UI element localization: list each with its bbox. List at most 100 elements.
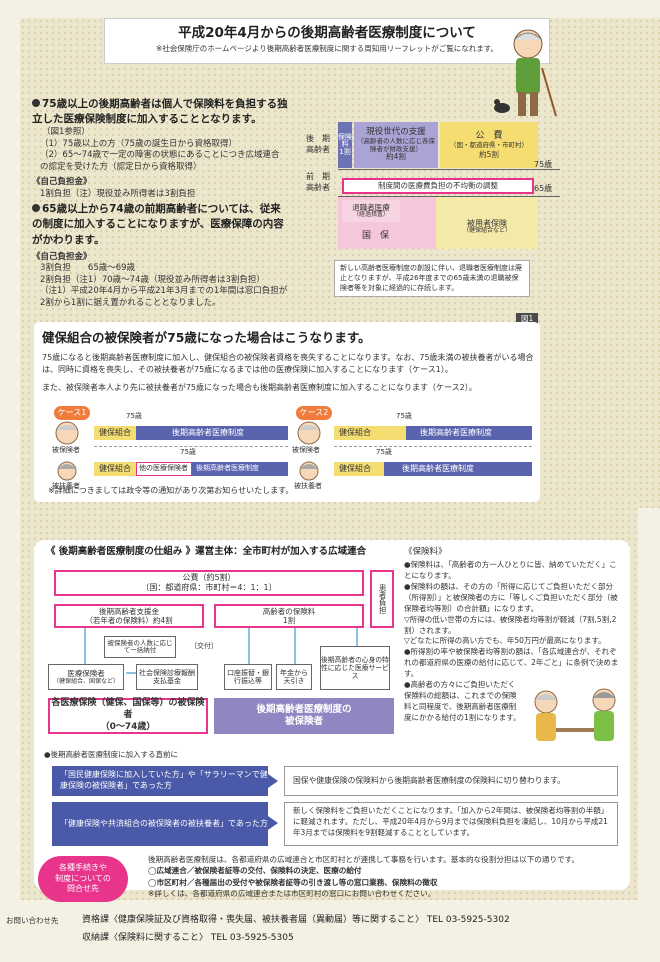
age-65-line [338,196,560,197]
jiko2-line-2: 2割負担（注1）70歳～74歳（現役並み所得者は3割負担） [40,274,265,285]
ninzu-box: 被保険者の人数に応じて一括納付 [104,636,176,658]
inquiry-badge: 各種手続きや 制度についての 問合せ先 [38,856,128,902]
case1-hoka-bar: 他の医療保険者 [136,462,192,476]
hokenryo-title: 《保険料》 [404,547,447,557]
genyaku-box: 現役世代の支援（高齢者の人数に応じ各保険者が財政支援）約4割 [354,122,438,168]
case1-kumiai-bar: 健保組合 [94,426,136,440]
kenpo-section: 健保組合の被保険者が75歳になった場合はこうなります。 75歳になると後期高齢者… [34,322,540,502]
header-box: 平成20年4月からの後期高齢者医療制度について ※社会保険庁のホームページより後… [104,18,550,64]
case2-koki-bar-2: 後期高齢者医療制度 [384,462,532,476]
case1-koki-bar: 後期高齢者医療制度 [136,426,288,440]
jiko2-note: （注1）平成20年4月から平成21年3月までの1年間は窓口負担が2割から1割に据… [40,286,288,308]
case1-fuyo-label: 被扶養者 [52,482,80,490]
case1-divider [94,446,288,447]
kohi-box: 公 費（国・都道府県・市町村）約5割 [440,122,538,168]
kenpo-footnote: ※詳細につきましては政令等の通知があり次第お知らせいたします。 [48,486,294,495]
kenpo-paragraph-1: 75歳になると後期高齢者医療制度に加入し、健保組合の被保険者資格を喪失することに… [42,353,534,374]
hokenryo-line-5: ●所得割の率や被保険者均等割の額は、「各広域連合が、それぞれの都道府県の医療の給… [404,647,619,679]
tetsuzuki-line-2: ◯広域連合／被保険者証等の交付、保険料の決定、医療の給付 [148,866,362,876]
nenkin-box: 年金から天引き [276,664,312,690]
kenpo-title: 健保組合の被保険者が75歳になった場合はこうなります。 [42,330,371,345]
age-75-label: 75歳 [534,160,553,169]
jiko2-line-1: 3割負担 65歳～69歳 [40,263,136,274]
kyu-row2-arrow [268,816,278,830]
tetsuzuki-line-4: ※詳しくは、各都道府県の広域連合または市区町村の窓口にお問い合わせください。 [148,889,436,899]
case1-koki-bar-2: 後期高齢者医療制度 [192,462,288,476]
header-note: ※社会保険庁のホームページより後期高齢者医療制度に関する周知用リーフレットがご覧… [155,44,499,54]
age-75-line [338,169,560,170]
kyu-row2-right: 新しく保険料をご負担いただくことになります。「加入から2年間は、被保険者均等割の… [284,802,618,846]
intro-bullet-1: 75歳以上の後期高齢者は個人で保険料を負担する独立した医療保険制度に加入すること… [32,98,288,126]
taishoku-box: 退職者医療（経過措置） [342,200,400,222]
case1-hihoken-label: 被保険者 [52,446,80,454]
koki-label: 後 期 高齢者 [306,134,330,154]
flow-line-left [84,628,86,664]
hiyosha-area [436,197,538,249]
case1-75-label-2: 75歳 [180,448,196,456]
shiharai-box: 社会保険診療報酬支払基金 [136,664,198,690]
hokenryo-line-1: ●保険料は、「高齢者の方一人ひとりに皆、納めていただく」ことになります。 [404,560,617,581]
flow-line-kanja [356,628,358,646]
kyu-heading: ●後期高齢者医療制度に加入する直前に [44,750,179,759]
case1-75-label: 75歳 [126,412,142,420]
case1-kumiai-bar-2: 健保組合 [94,462,136,476]
intro-item-1: （1）75歳以上の方（75歳の誕生日から資格取得） [40,138,238,149]
contact-shuno: 収納課〈保険料に関すること〉 TEL 03-5925-5305 [82,933,294,943]
iryo-arrow [126,672,136,674]
intro-item-2: （2）65～74歳で一定の障害の状態にあることにつき広域連合の認定を受けた方（認… [40,150,280,172]
case2-man-icon [297,421,321,445]
kokiho-box: 後期高齢者医療制度の被保険者 [214,698,394,734]
case2-divider [334,446,532,447]
shikumi-title: 《 後期高齢者医療制度の仕組み 》運営主体：全市町村が加入する広域連合 [46,546,367,557]
age-65-label: 65歳 [534,184,553,193]
jiko-heading-1: 《自己負担金》 [32,177,92,188]
elderly-couple-illustration [534,688,616,741]
ref-label: （図1参照） [42,127,90,138]
case1-woman-icon [57,461,77,481]
fig1-note: 新しい高齢者医療制度の創設に伴い、退職者医療制度は廃止となりますが、平成26年度… [334,260,530,298]
iryo-box: 医療保険者（健保組合、国保など） [48,664,124,690]
hokenryo-line-2: ●保険料の額は、その方の「所得に応じてご負担いただく部分（所得割）」と被保険者の… [404,582,618,613]
hokenryo-line-4: ▽どなたに所得の高い方でも、年50万円が最高になります。 [404,636,606,646]
case2-koki-bar: 後期高齢者医療制度 [406,426,532,440]
kyu-row1-left: 「国民健康保険に加入していた方」や「サラリーマンで健康保険の被保険者」であった方 [52,766,268,796]
zenki-label: 前 期 高齢者 [306,172,330,192]
case2-hihoken-label: 被保険者 [292,446,320,454]
tetsuzuki-line-1: 後期高齢者医療制度は、各都道府県の広域連合と市区町村とが連携して事務を行います。… [148,855,580,864]
contact-shikaku: 資格課〈健康保険証及び資格取得・喪失届、被扶養者届（異動届）等に関すること〉 T… [82,915,510,925]
case2-woman-icon [299,461,319,481]
hiyosha-box: 被用者保険（健保組合など） [462,218,511,235]
shikumi-diagram: 《 後期高齢者医療制度の仕組み 》運営主体：全市町村が加入する広域連合 公費（約… [44,546,400,744]
chosei-box: 制度間の医療費負担の不均衡の調整 [342,178,534,194]
kakuiryo-box: 各医療保険（健保、国保等）の被保険者（0～74歳） [48,698,208,734]
intro-block: 75歳以上の後期高齢者は個人で保険料を負担する独立した医療保険制度に加入すること… [32,97,288,309]
jiko-heading-2: 《自己負担金》 [32,251,92,262]
case2-kumiai-bar: 健保組合 [334,426,406,440]
case2-75-label-2: 75歳 [376,448,392,456]
elderly-man-illustration [494,29,557,117]
shien-box: 後期高齢者支援金（若年者の保険料）約4割 [54,604,204,628]
flow-line-right [294,628,296,664]
case1-man-icon [55,421,79,445]
kyu-row1-arrow [268,774,278,788]
kokuho-label: 国 保 [362,231,390,241]
contact-label: お問い合わせ先 [6,916,59,925]
hokenryo-line-6: ●高齢者の方々にご負担いただく保険料の総額は、これまでの保険料と同程度で、後期高… [404,679,521,722]
hokenryo-block: 《保険料》 ●保険料は、「高齢者の方一人ひとりに皆、納めていただく」ことになりま… [404,546,624,723]
kyu-row2-left: 「健康保険や共済組合の被保険者の被扶養者」であった方 [52,802,268,846]
hokenryo-line-3: ▽所得の低い世帯の方には、被保険者均等割が軽減（7割,5割,2割）されます。 [404,614,617,635]
tetsuzuki-line-3: ◯市区町村／各種届出の受付や被保険者証等の引き渡し等の窓口業務、保険料の徴収 [148,877,438,887]
case2-75-label: 75歳 [396,412,412,420]
service-box: 後期高齢者の心身の特性に応じた医療サービス [320,646,390,690]
kofu-label: 〔交付〕 [190,642,218,650]
tetsuzuki-block: 後期高齢者医療制度は、各都道府県の広域連合と市区町村とが連携して事務を行います。… [148,854,632,900]
case2-fuyo-label: 被扶養者 [294,482,322,490]
jiko-text-1: 1割負担（注）現役並み所得者は3割負担 [40,188,196,199]
page-title: 平成20年4月からの後期高齢者医療制度について [178,25,476,41]
kohi-box-2: 公費（約5割）〔国：都道府県：市町村＝4：1：1〕 [54,570,364,596]
kyu-row1-right: 国保や健康保険の保険料から後期高齢者医療制度の保険料に切り替わります。 [284,766,618,796]
intro-bullet-2: 65歳以上から74歳の前期高齢者については、従来の制度に加入することになりますが… [32,203,284,246]
case1-badge: ケース1 [54,406,90,420]
